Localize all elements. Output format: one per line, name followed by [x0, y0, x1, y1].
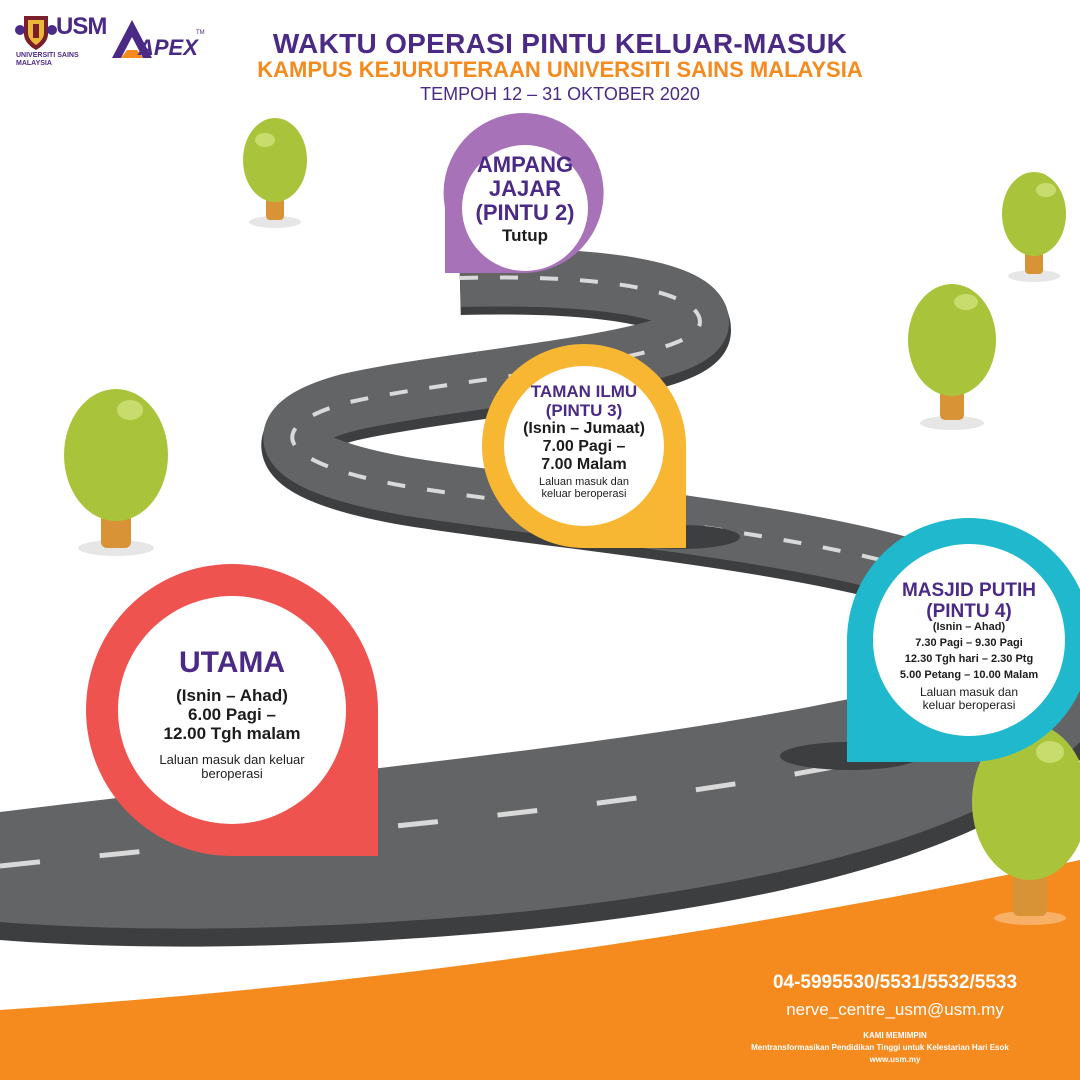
contact-phone[interactable]: 04-5995530/5531/5532/5533 — [772, 972, 1018, 993]
masjid-gate-number: (PINTU 4) — [926, 601, 1012, 622]
website-link[interactable]: www.usm.my — [869, 1055, 921, 1064]
utama-time-1: 6.00 Pagi – — [188, 705, 276, 724]
ampang-status: Tutup — [502, 226, 548, 245]
utama-note-2: beroperasi — [201, 766, 263, 781]
masjid-name: MASJID PUTIH — [901, 580, 1037, 601]
pin-taman — [482, 344, 686, 548]
page-subtitle: KAMPUS KEJURUTERAAN UNIVERSITI SAINS MAL… — [257, 57, 863, 82]
masjid-time-2: 12.30 Tgh hari – 2.30 Ptg — [904, 653, 1034, 665]
motto-title: KAMI MEMIMPIN — [863, 1031, 927, 1040]
masjid-note-1: Laluan masuk dan — [919, 685, 1019, 699]
footer-background — [0, 860, 1080, 1080]
ampang-name-line-2: JAJAR — [488, 176, 562, 201]
tree-top-left — [243, 118, 307, 228]
tree-top-right — [1002, 172, 1066, 282]
masjid-note-2: keluar beroperasi — [922, 698, 1016, 712]
period-text: TEMPOH 12 – 31 OKTOBER 2020 — [420, 84, 700, 104]
usm-logo-caption: UNIVERSITI SAINS MALAYSIA — [16, 52, 79, 67]
pin-utama — [86, 564, 378, 856]
usm-crest-icon — [15, 16, 57, 50]
taman-gate-number: (PINTU 3) — [545, 401, 623, 420]
masjid-days: (Isnin – Ahad) — [932, 621, 1006, 633]
pin-masjid — [847, 518, 1080, 762]
utama-days: (Isnin – Ahad) — [176, 686, 288, 705]
masjid-time-3: 5.00 Petang – 10.00 Malam — [899, 669, 1039, 681]
tree-left — [64, 389, 168, 556]
ampang-name-line-1: AMPANG — [476, 152, 574, 177]
ampang-gate-number: (PINTU 2) — [475, 200, 575, 225]
pin-ampang — [443, 113, 604, 273]
taman-note-2: keluar beroperasi — [541, 488, 627, 500]
apex-logo-icon — [112, 20, 152, 58]
contact-email[interactable]: nerve_centre_usm@usm.my — [786, 1000, 1004, 1019]
tree-mid-right — [908, 284, 996, 430]
page-title: WAKTU OPERASI PINTU KELUAR-MASUK — [272, 28, 848, 59]
taman-name: TAMAN ILMU — [530, 382, 638, 401]
motto-text: Mentransformasikan Pendidikan Tinggi unt… — [751, 1043, 1009, 1052]
tree-bottom-right — [972, 724, 1080, 925]
utama-name: UTAMA — [178, 646, 286, 679]
masjid-time-1: 7.30 Pagi – 9.30 Pagi — [915, 637, 1023, 649]
apex-logo-text: APEX — [138, 35, 198, 60]
taman-days: (Isnin – Jumaat) — [523, 420, 645, 437]
taman-time-2: 7.00 Malam — [541, 456, 627, 473]
taman-time-1: 7.00 Pagi – — [542, 438, 626, 455]
utama-note-1: Laluan masuk dan keluar — [159, 752, 305, 767]
taman-note-1: Laluan masuk dan — [539, 476, 629, 488]
apex-trademark: TM — [196, 30, 205, 36]
utama-time-2: 12.00 Tgh malam — [163, 724, 301, 743]
usm-logo-text: USM — [56, 13, 107, 40]
